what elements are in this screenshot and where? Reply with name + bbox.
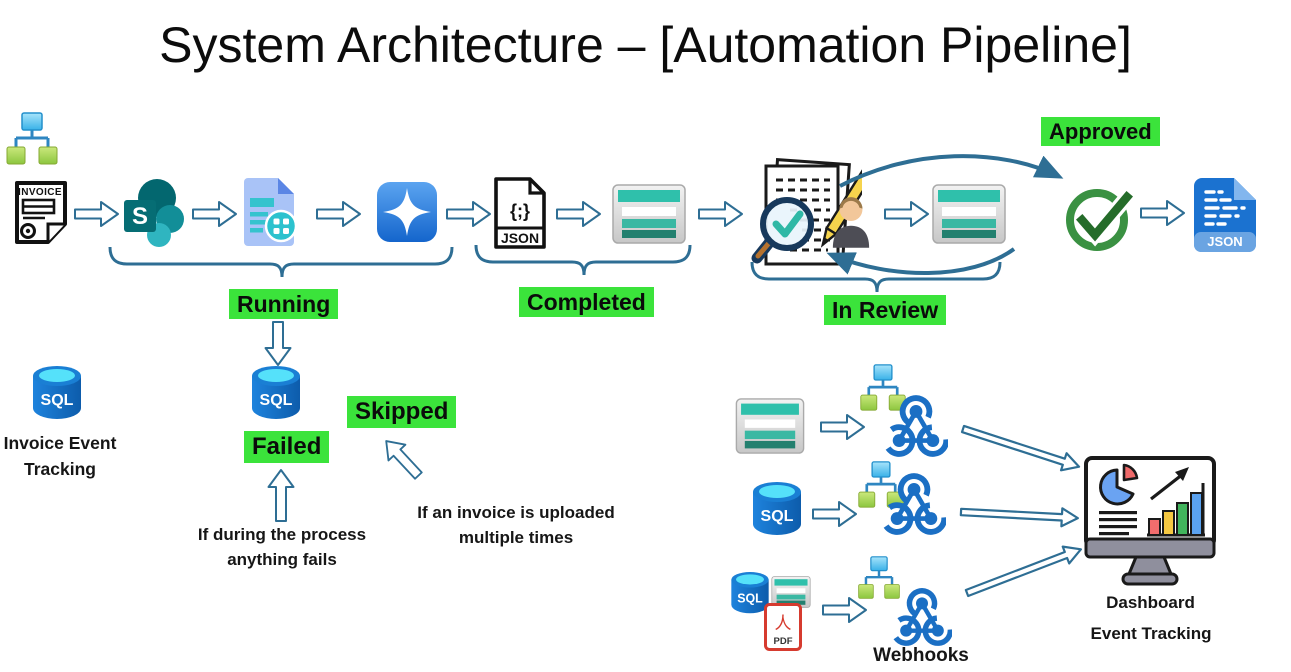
page-title: System Architecture – [Automation Pipeli… xyxy=(159,17,1132,73)
sql-database-icon: SQL xyxy=(249,364,303,422)
json-output-label: JSON xyxy=(1207,234,1242,249)
json-symbol: {;} xyxy=(510,201,530,221)
in-review-brace xyxy=(750,260,1002,296)
pdf-file-icon: 人 PDF xyxy=(764,603,802,651)
review-document-icon xyxy=(750,158,862,276)
webhook-icon xyxy=(884,394,948,458)
status-badge-skipped: Skipped xyxy=(347,396,457,428)
arrow-up-icon xyxy=(266,468,296,522)
status-badge-failed: Failed xyxy=(244,431,330,463)
sql-label: SQL xyxy=(260,392,293,409)
ai-sparkle-icon xyxy=(376,181,438,243)
dashboard-arrow xyxy=(964,545,1082,598)
status-badge-in-review: In Review xyxy=(824,295,947,326)
sql-database-icon: SQL xyxy=(729,570,771,616)
flow-tree-icon xyxy=(6,112,58,166)
arrow-right-icon xyxy=(556,200,602,228)
status-badge-completed: Completed xyxy=(519,287,654,318)
json-file-icon: {;} JSON xyxy=(494,177,546,249)
arrow-right-icon xyxy=(74,200,120,228)
pdf-glyph: 人 xyxy=(775,614,792,633)
sql-database-icon: SQL xyxy=(30,364,84,422)
running-brace xyxy=(108,245,454,281)
table-icon xyxy=(733,398,807,454)
dashboard-monitor-icon xyxy=(1083,455,1218,587)
sharepoint-icon: S xyxy=(118,178,184,248)
flow-tree-icon xyxy=(855,556,903,600)
approved-check-icon xyxy=(1064,178,1134,254)
arrow-right-icon xyxy=(316,200,362,228)
sql-label: SQL xyxy=(737,591,763,605)
webhooks-label: Webhooks xyxy=(873,645,969,666)
bar-chart-icon xyxy=(1147,467,1205,537)
sql-label: SQL xyxy=(761,508,794,525)
invoice-document-icon: INVOICE xyxy=(14,180,68,246)
completed-brace xyxy=(474,243,692,279)
arrow-right-icon xyxy=(820,413,866,441)
arrow-right-icon xyxy=(884,200,930,228)
arrow-right-icon xyxy=(698,200,744,228)
flow-tree-icon xyxy=(856,461,906,509)
pie-chart-icon xyxy=(1099,468,1135,506)
approve-curve-arrow xyxy=(839,154,1064,188)
arrow-right-icon xyxy=(446,200,492,228)
pdf-label: PDF xyxy=(774,636,793,647)
document-template-icon xyxy=(240,178,298,246)
json-label: JSON xyxy=(501,230,539,246)
arrow-right-icon xyxy=(192,200,238,228)
webhook-icon xyxy=(892,586,952,648)
magnifier-icon xyxy=(760,197,814,251)
sql-database-icon: SQL xyxy=(750,480,804,538)
invoice-event-tracking-label: Invoice Event Tracking xyxy=(3,433,117,480)
arrow-down-icon xyxy=(263,321,293,367)
webhook-icon xyxy=(882,472,946,536)
table-icon xyxy=(932,184,1006,244)
dashboard-arrow xyxy=(959,507,1079,528)
table-icon xyxy=(612,184,686,244)
fail-note: If during the process anything fails xyxy=(197,525,367,569)
table-icon xyxy=(771,576,811,608)
person-icon xyxy=(830,192,872,250)
sharepoint-letter: S xyxy=(132,203,148,230)
arrow-right-icon xyxy=(1140,199,1186,227)
flow-tree-icon xyxy=(858,364,908,412)
status-badge-approved: Approved xyxy=(1041,117,1160,147)
json-output-icon: JSON xyxy=(1194,178,1256,252)
arrow-right-icon xyxy=(822,596,868,624)
dashboard-label: Dashboard xyxy=(1106,593,1195,612)
status-badge-running: Running xyxy=(229,289,339,320)
arrow-right-icon xyxy=(812,500,858,528)
invoice-label: INVOICE xyxy=(18,187,62,198)
arrow-up-left-icon xyxy=(375,430,430,486)
event-tracking-label: Event Tracking xyxy=(1090,624,1212,643)
duplicate-note: If an invoice is uploaded multiple times xyxy=(417,503,615,547)
dashboard-arrow xyxy=(960,424,1081,472)
sql-label: SQL xyxy=(41,392,74,409)
